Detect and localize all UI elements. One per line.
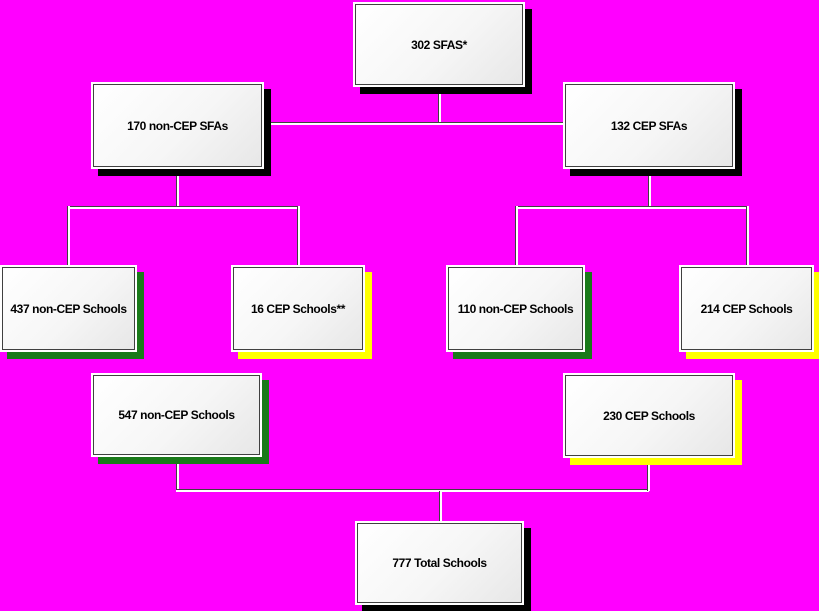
connector-total-horizontal — [176, 489, 649, 492]
node-437-non-cep-schools: 437 non-CEP Schools — [2, 267, 135, 350]
connector-noncep-sfa-down — [176, 167, 179, 208]
node-16-cep-schools: 16 CEP Schools** — [233, 267, 363, 350]
connector-to-437 — [67, 206, 70, 267]
connector-230-down — [647, 456, 650, 491]
connector-sfa-horizontal — [262, 122, 565, 125]
connector-right-horizontal — [515, 206, 748, 209]
node-777-total-schools: 777 Total Schools — [357, 523, 522, 603]
connector-to-16 — [297, 206, 300, 267]
connector-root-down — [438, 85, 441, 124]
connector-547-down — [176, 455, 179, 491]
node-110-non-cep-schools: 110 non-CEP Schools — [448, 267, 583, 350]
node-302-sfas: 302 SFAS* — [355, 4, 523, 85]
node-547-non-cep-schools: 547 non-CEP Schools — [93, 375, 260, 455]
node-170-non-cep-sfas: 170 non-CEP SFAs — [93, 84, 262, 167]
connector-to-110 — [515, 206, 518, 267]
connector-left-horizontal — [67, 206, 299, 209]
node-132-cep-sfas: 132 CEP SFAs — [565, 84, 733, 167]
connector-cep-sfa-down — [648, 167, 651, 208]
node-214-cep-schools: 214 CEP Schools — [681, 267, 812, 350]
connector-to-214 — [746, 206, 749, 267]
node-230-cep-schools: 230 CEP Schools — [565, 375, 733, 456]
connector-grand-total-down — [439, 491, 442, 523]
